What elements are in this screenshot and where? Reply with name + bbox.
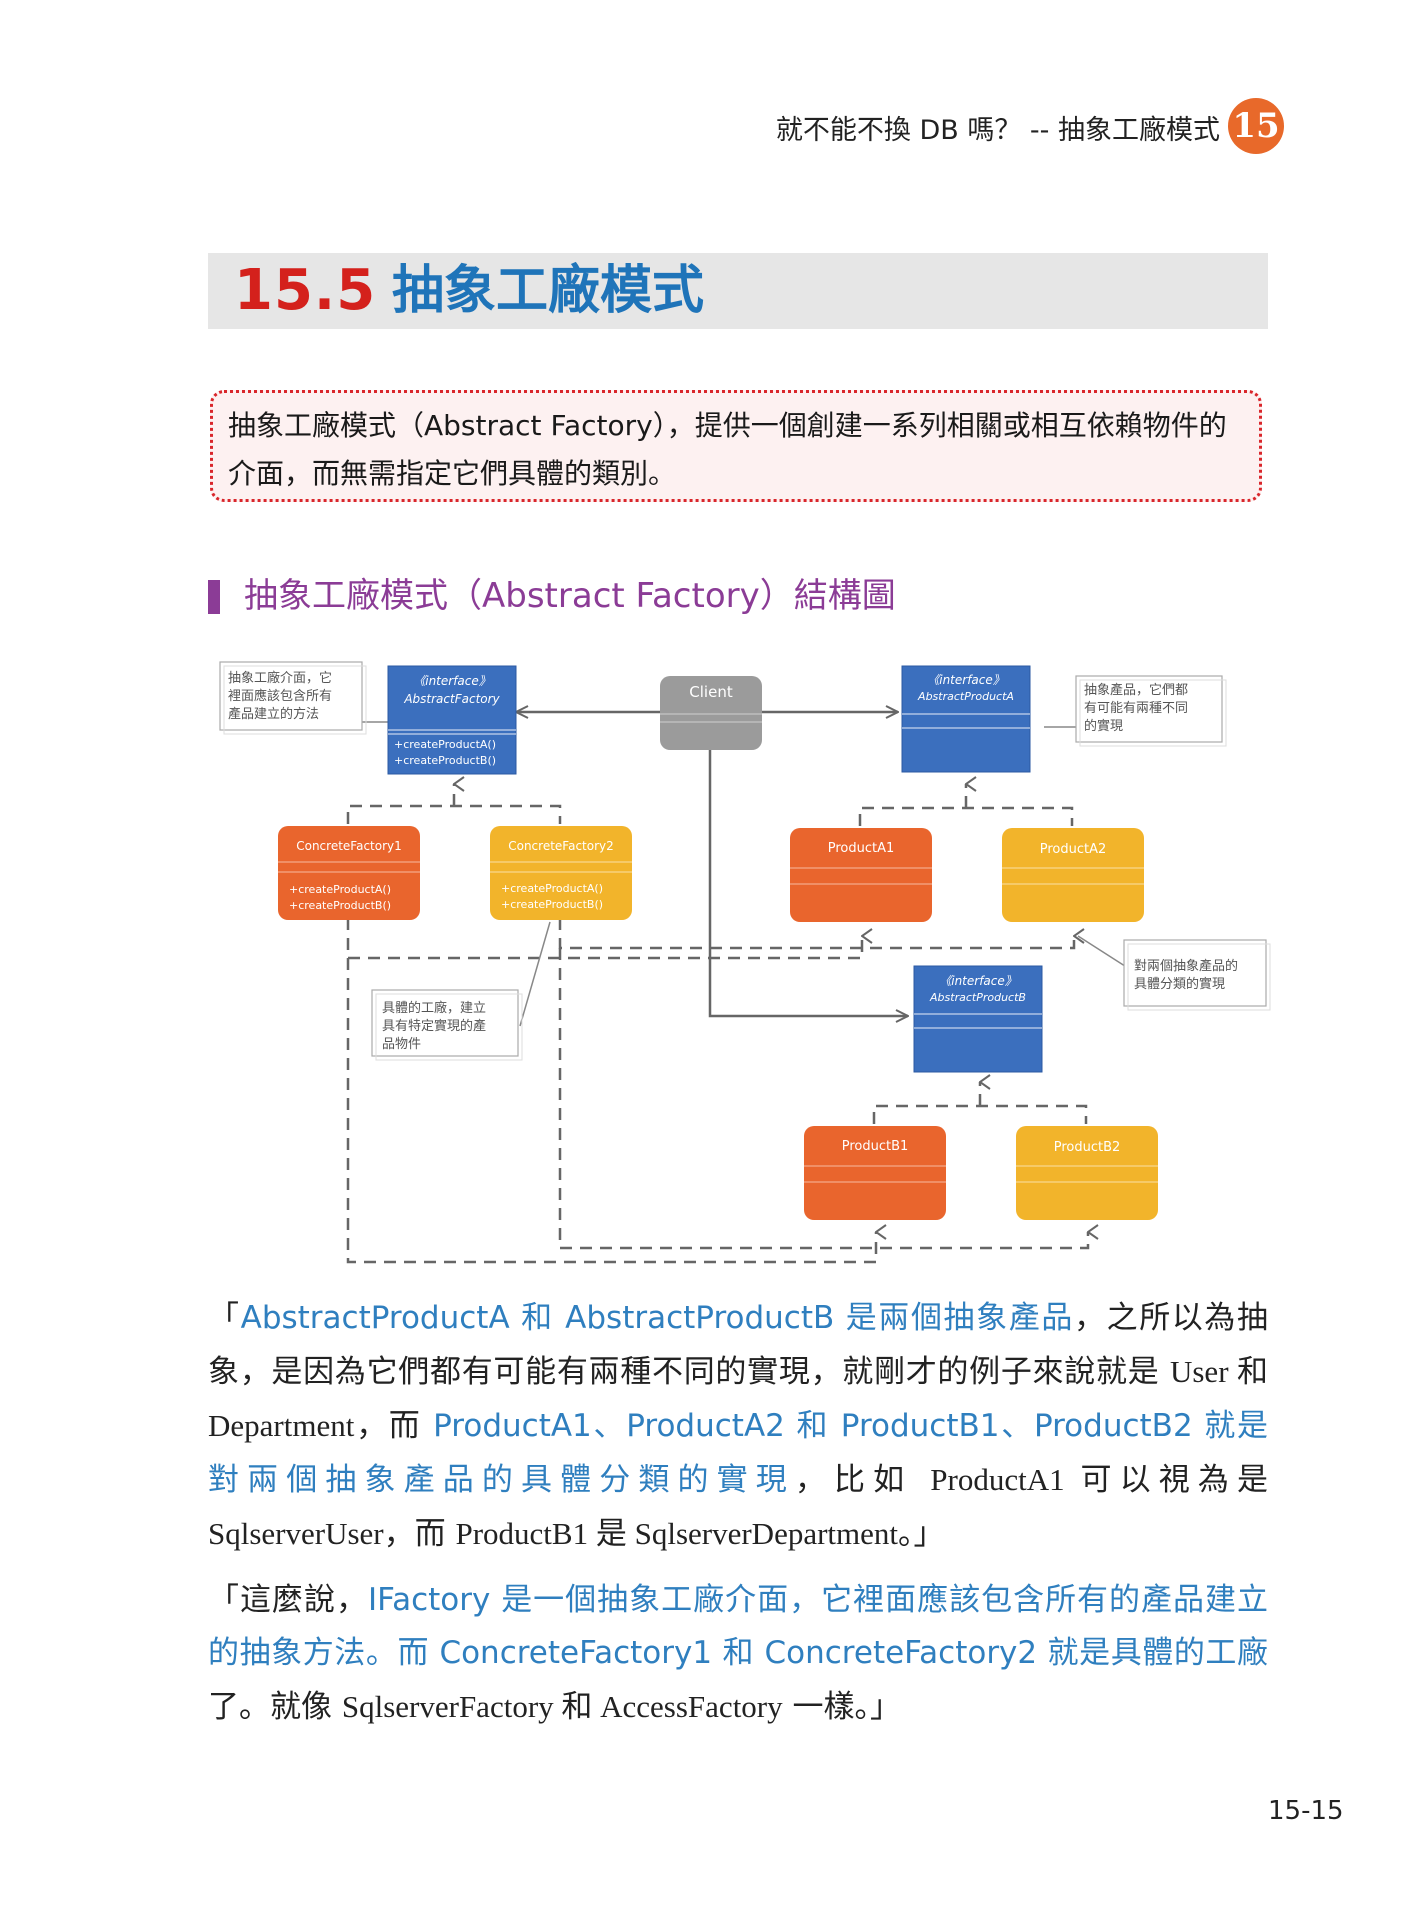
note-abstract-factory: 抽象工廠介面，它 裡面應該包含所有 產品建立的方法	[219, 661, 367, 735]
concrete-factory-2-method-b: +createProductB()	[501, 898, 603, 911]
product-a1-box: ProductA1	[790, 828, 932, 922]
p1-close-quote: 。」	[898, 1516, 945, 1552]
note-concrete-factories-line1: 具體的工廠，建立	[382, 1000, 486, 1016]
abstract-product-a-box: 《interface》 AbstractProductA	[901, 665, 1031, 773]
connector-lines	[516, 712, 908, 1016]
concrete-factory-1-name: ConcreteFactory1	[296, 839, 402, 853]
product-a1-label: ProductA1	[828, 841, 895, 856]
product-b2-box: ProductB2	[1016, 1126, 1158, 1220]
p1-open-quote: 「	[208, 1300, 241, 1336]
note-concrete-factories-line3: 品物件	[382, 1037, 421, 1052]
p1-text-d: ，而	[383, 1516, 456, 1552]
product-b2-label: ProductB2	[1054, 1140, 1121, 1155]
abstract-product-a-stereotype: 《interface》	[927, 673, 1005, 687]
concrete-factory-2-name: ConcreteFactory2	[508, 839, 614, 853]
client-to-product-b-line	[708, 750, 908, 1016]
client-box: Client	[660, 676, 762, 750]
abstract-factory-box: 《interface》 AbstractFactory +createProdu…	[387, 665, 517, 775]
p2-close: 一樣。」	[782, 1689, 901, 1725]
note-concrete-products-line2: 具體分類的實現	[1134, 976, 1225, 992]
p1-sqlserver-department: ProductB1 是 SqlserverDepartment	[455, 1516, 899, 1551]
abstract-factory-stereotype: 《interface》	[413, 674, 491, 688]
chapter-badge: 15	[1228, 98, 1284, 154]
section-number: 15.5	[234, 258, 377, 323]
section-title: 抽象工廠模式	[392, 261, 705, 321]
p1-concrete-products: ProductA1、ProductA2 和 ProductB1、ProductB…	[208, 1408, 1268, 1498]
abstract-product-b-box: 《interface》 AbstractProductB	[913, 965, 1043, 1073]
running-header: 就不能不換 DB 嗎？ -- 抽象工廠模式	[775, 115, 1220, 146]
concrete-factory-1-method-a: +createProductA()	[289, 883, 391, 896]
explanation-paragraph-1: 「AbstractProductA 和 AbstractProductB 是兩個…	[208, 1292, 1268, 1561]
note-abstract-factory-line3: 產品建立的方法	[228, 706, 319, 722]
client-label: Client	[689, 683, 733, 701]
p1-user-department: User 和 Department	[208, 1354, 1268, 1443]
note-leaders	[362, 721, 1129, 1027]
p2-text-a: 了。就像	[208, 1689, 342, 1725]
concrete-factory-2-method-a: +createProductA()	[501, 882, 603, 895]
note-concrete-factories-line2: 具有特定實現的產	[382, 1018, 486, 1034]
factory1-inherit-line	[346, 804, 562, 824]
note-abstract-factory-line1: 抽象工廠介面，它	[228, 670, 332, 686]
concrete-factory-1-box: ConcreteFactory1 +createProductA() +crea…	[278, 826, 420, 920]
p1-text-a: ，之所以為抽象，是因為它們都有可能有兩種不同的實現，就剛才的例子來說就是	[208, 1300, 1269, 1390]
factory1-to-b1-line	[346, 958, 876, 1264]
p1-abstract-products: AbstractProductA 和 AbstractProductB 是兩個抽…	[240, 1300, 1074, 1336]
factory2-to-a2-line	[558, 918, 1074, 950]
uml-diagram: 《interface》 AbstractFactory +createProdu…	[219, 661, 1271, 1264]
note-concrete-products-line1: 對兩個抽象產品的	[1134, 958, 1238, 974]
product-a2-box: ProductA2	[1002, 828, 1144, 922]
diagram-subheading: 抽象工廠模式（Abstract Factory）結構圖	[244, 576, 896, 616]
abstract-factory-method-a: +createProductA()	[394, 738, 496, 751]
abstract-factory-name: AbstractFactory	[403, 692, 500, 706]
abstract-product-b-name: AbstractProductB	[929, 991, 1026, 1004]
subheading-marker	[208, 580, 220, 614]
page-number: 15-15	[1268, 1796, 1344, 1826]
p1-text-b: ，而	[354, 1408, 434, 1444]
product-a2-label: ProductA2	[1040, 842, 1107, 857]
p1-text-c: ，比如	[794, 1462, 931, 1498]
explanation-paragraph-2: 「這麼說，IFactory 是一個抽象工廠介面，它裡面應該包含所有的產品建立的抽…	[208, 1574, 1268, 1734]
note-concrete-products: 對兩個抽象產品的 具體分類的實現	[1123, 939, 1271, 1011]
product-b1-box: ProductB1	[804, 1126, 946, 1220]
p2-ifactory: IFactory 是一個抽象工廠介面，它裡面應該包含所有的產品建立的抽象方法。而…	[208, 1582, 1269, 1671]
dashed-lines	[346, 784, 1088, 1264]
concrete-factory-2-box: ConcreteFactory2 +createProductA() +crea…	[490, 826, 632, 920]
productA-inherit-line	[858, 806, 1074, 826]
abstract-product-a-name: AbstractProductA	[917, 690, 1014, 703]
note-abstract-product-line3: 的實現	[1084, 718, 1123, 734]
note-abstract-product-line1: 抽象產品，它們都	[1084, 682, 1188, 698]
productB-inherit-line	[872, 1104, 1088, 1124]
note-abstract-product-line2: 有可能有兩種不同	[1084, 700, 1188, 716]
concrete-factory-1-method-b: +createProductB()	[289, 899, 391, 912]
note-abstract-factory-line2: 裡面應該包含所有	[228, 688, 332, 704]
abstract-factory-method-b: +createProductB()	[394, 754, 496, 767]
factory2-to-b2-line	[558, 948, 1088, 1250]
product-b1-label: ProductB1	[842, 1139, 909, 1154]
abstract-product-b-stereotype: 《interface》	[939, 974, 1017, 988]
section-title-bar	[208, 253, 1268, 329]
definition-text: 抽象工廠模式（Abstract Factory），提供一個創建一系列相關或相互依…	[228, 409, 1227, 490]
note-abstract-product: 抽象產品，它們都 有可能有兩種不同 的實現	[1075, 675, 1227, 747]
p2-factories: SqlserverFactory 和 AccessFactory	[341, 1689, 783, 1724]
p1-sqlserver-user: ProductA1 可以視為是 SqlserverUser	[208, 1462, 1269, 1551]
note-concrete-factories: 具體的工廠，建立 具有特定實現的產 品物件	[371, 989, 523, 1061]
definition-box	[210, 390, 1262, 502]
factory1-to-a1-line	[346, 918, 862, 960]
p2-open: 「這麼說，	[208, 1582, 368, 1618]
